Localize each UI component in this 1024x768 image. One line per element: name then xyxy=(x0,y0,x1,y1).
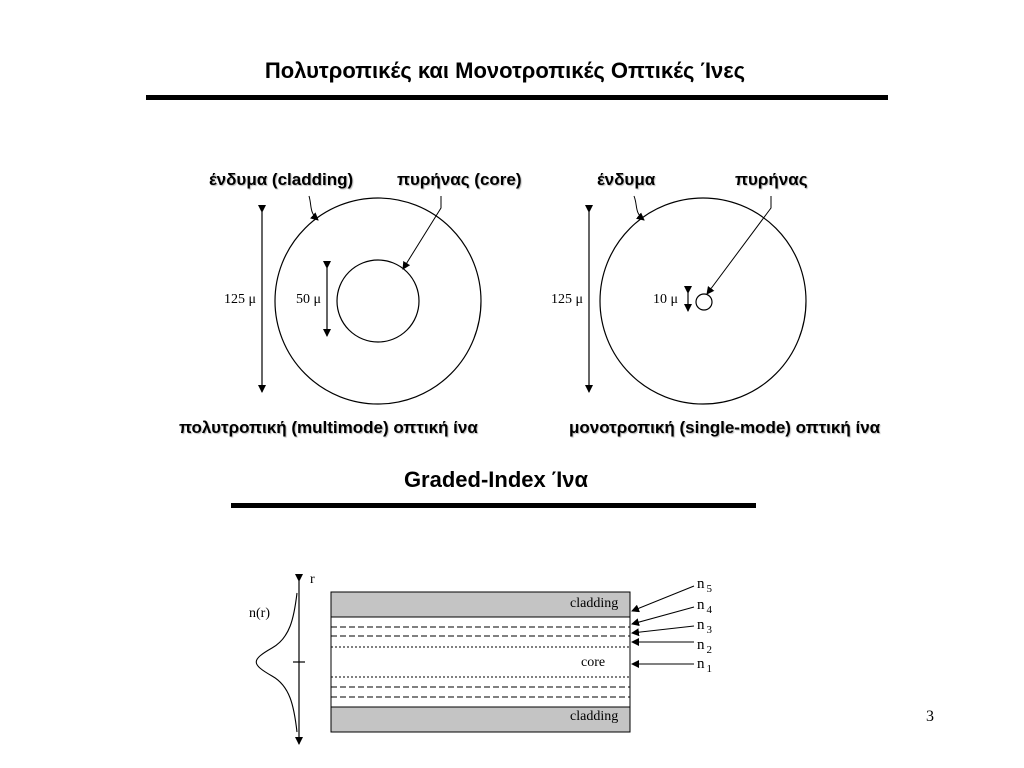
index-pointer-n5 xyxy=(631,585,695,613)
singlemode-fiber xyxy=(585,195,807,405)
singlemode-core-label: πυρήνας xyxy=(735,170,808,189)
bottom-cladding-label: cladding xyxy=(570,709,619,724)
refractive-index-profile xyxy=(255,592,298,733)
multimode-core-pointer xyxy=(402,196,442,270)
singlemode-outer-dimension: 125 μ xyxy=(551,292,584,307)
singlemode-cladding-label: ένδυμα xyxy=(597,170,656,189)
core-label: core xyxy=(581,655,606,670)
multimode-fiber xyxy=(258,195,482,405)
singlemode-cladding-circle xyxy=(599,197,807,405)
multimode-cladding-pointer xyxy=(308,195,319,221)
multimode-core-circle xyxy=(336,259,420,343)
multimode-cladding-label: ένδυμα (cladding) xyxy=(209,170,354,189)
multimode-core-label: πυρήνας (core) xyxy=(397,170,522,189)
graded-top-cladding xyxy=(330,591,631,618)
graded-index-fiber xyxy=(255,574,695,745)
profile-label: n(r) xyxy=(249,606,270,621)
top-cladding-label: cladding xyxy=(570,596,619,611)
multimode-caption: πολυτροπική (multimode) οπτική ίνα xyxy=(179,418,478,437)
page-number: 3 xyxy=(926,708,934,725)
title-underline xyxy=(146,95,888,100)
index-pointer-n4 xyxy=(631,606,695,627)
multimode-outer-dimension: 125 μ xyxy=(224,292,257,307)
singlemode-core-pointer xyxy=(706,196,772,295)
slide-title: Πολυτροπικές και Μονοτροπικές Οπτικές Ίν… xyxy=(264,58,746,83)
singlemode-core-dimension: 10 μ xyxy=(653,292,679,307)
multimode-cladding-circle xyxy=(274,197,482,405)
subtitle-underline xyxy=(231,503,756,508)
singlemode-core-circle xyxy=(695,293,713,311)
r-axis-label: r xyxy=(310,572,315,587)
graded-index-title: Graded-Index Ίνα xyxy=(403,467,589,492)
singlemode-caption: μονοτροπική (single-mode) οπτική ίνα xyxy=(569,418,881,437)
singlemode-cladding-pointer xyxy=(633,195,645,221)
index-pointer-n3 xyxy=(631,625,695,637)
multimode-core-dimension: 50 μ xyxy=(296,292,322,307)
